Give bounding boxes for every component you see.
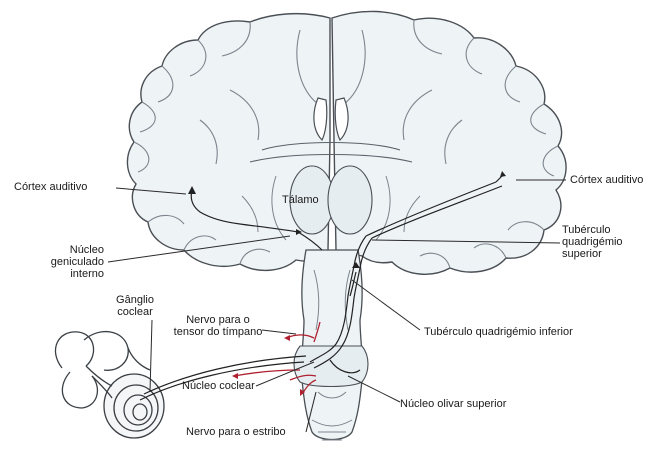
label-tensor-nerve-line-2: tensor do tímpano: [172, 326, 264, 338]
label-cortex-left: Córtex auditivo: [14, 181, 87, 193]
label-inferior-colliculus: Tubérculo quadrigémio inferior: [424, 326, 573, 338]
label-stapes-nerve: Nervo para o estribo: [186, 426, 286, 438]
brainstem: [301, 250, 362, 440]
label-superior-colliculus-line-1: Tubérculo: [562, 224, 623, 236]
label-tensor-nerve-line-1: Nervo para o: [172, 314, 264, 326]
label-cortex-right: Córtex auditivo: [570, 174, 643, 186]
label-geniculate-line-2: geniculado: [44, 256, 104, 268]
label-geniculate-line-3: interno: [44, 268, 104, 280]
label-ganglion: Gânglio coclear: [108, 294, 162, 318]
label-thalamus: Tálamo: [282, 194, 319, 206]
label-superior-colliculus: Tubérculo quadrigémio superior: [562, 224, 623, 260]
label-superior-colliculus-line-3: superior: [562, 248, 623, 260]
label-ganglion-line-2: coclear: [108, 306, 162, 318]
label-superior-colliculus-line-2: quadrigémio: [562, 236, 623, 248]
label-geniculate: Núcleo geniculado interno: [44, 244, 104, 280]
label-geniculate-line-1: Núcleo: [44, 244, 104, 256]
label-cochlear-nucleus: Núcleo coclear: [182, 380, 255, 392]
label-ganglion-line-1: Gânglio: [108, 294, 162, 306]
inner-ear: [55, 332, 164, 438]
auditory-nerve: [140, 356, 306, 400]
ventricles: [314, 98, 348, 140]
label-tensor-nerve: Nervo para o tensor do tímpano: [172, 314, 264, 338]
label-superior-olive: Núcleo olivar superior: [400, 398, 506, 410]
